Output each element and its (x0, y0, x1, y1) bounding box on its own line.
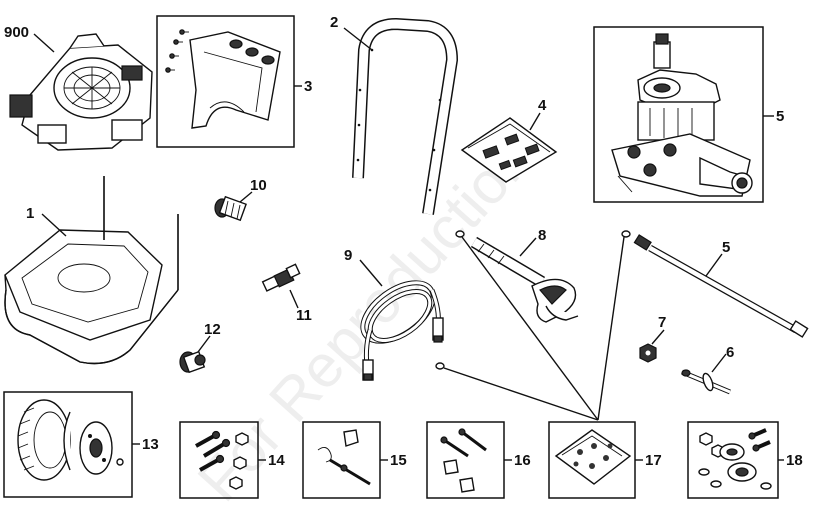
part-5-box (593, 26, 764, 203)
wheel-part-14[interactable] (17, 399, 124, 481)
label-13: 12 (204, 321, 221, 338)
nut-part-8[interactable] (639, 343, 657, 363)
label-11: 10 (250, 177, 267, 194)
leader-8 (651, 329, 665, 345)
label-9: 8 (538, 227, 546, 244)
engine-part-900[interactable] (9, 33, 153, 151)
label-16: 15 (390, 452, 407, 469)
label-6: 5 (722, 239, 730, 256)
hardware-kit-part-16[interactable] (317, 429, 371, 486)
label-10: 9 (344, 247, 352, 264)
leaders-to-kit-18 (443, 236, 625, 421)
leader-9 (519, 237, 537, 257)
label-8: 7 (658, 314, 666, 331)
label-7: 6 (726, 344, 734, 361)
bolt-kit-part-17[interactable] (440, 428, 487, 493)
leader-2 (343, 27, 373, 51)
frame-part-1[interactable] (4, 176, 179, 365)
label-17: 16 (514, 452, 531, 469)
fitting-part-13[interactable] (179, 350, 206, 374)
label-4: 4 (538, 97, 547, 114)
o-ring-hose (435, 362, 445, 370)
wand-part-6[interactable] (621, 230, 809, 338)
oring-kit-part-18[interactable] (554, 429, 632, 485)
hose-part-10[interactable] (353, 271, 444, 381)
fitting-part-11[interactable] (214, 195, 247, 222)
leader-6 (705, 253, 723, 277)
axle-part-7[interactable] (681, 369, 731, 395)
handle-part-2[interactable] (352, 18, 458, 215)
part-16-box (302, 421, 381, 499)
label-1: 1 (26, 205, 34, 222)
label-900: 900 (4, 24, 29, 41)
leader-7 (711, 353, 727, 373)
label-2: 2 (330, 14, 338, 31)
label-19: 18 (786, 452, 803, 469)
fitting-part-12[interactable] (261, 263, 301, 292)
fittings-bag-part-4[interactable] (460, 117, 558, 183)
part-3-box (156, 15, 295, 148)
leader-900 (33, 33, 55, 53)
leader-13 (197, 335, 211, 353)
leader-10 (359, 259, 383, 287)
label-3: 3 (304, 78, 312, 95)
leader-11 (239, 191, 253, 203)
leader-12 (289, 289, 299, 309)
label-5: 5 (776, 108, 784, 125)
leader-4 (529, 112, 541, 131)
label-14: 13 (142, 436, 159, 453)
label-18: 17 (645, 452, 662, 469)
pump-part-5[interactable] (611, 33, 753, 197)
bolt-kit-part-15[interactable] (195, 430, 249, 490)
leader-1 (41, 213, 67, 237)
spray-gun-part-9[interactable] (455, 230, 579, 323)
label-12: 11 (296, 307, 312, 324)
bracket-part-3[interactable] (165, 29, 281, 129)
screw-set (165, 29, 189, 73)
label-15: 14 (268, 452, 285, 469)
bearing-kit-part-19[interactable] (698, 428, 772, 490)
